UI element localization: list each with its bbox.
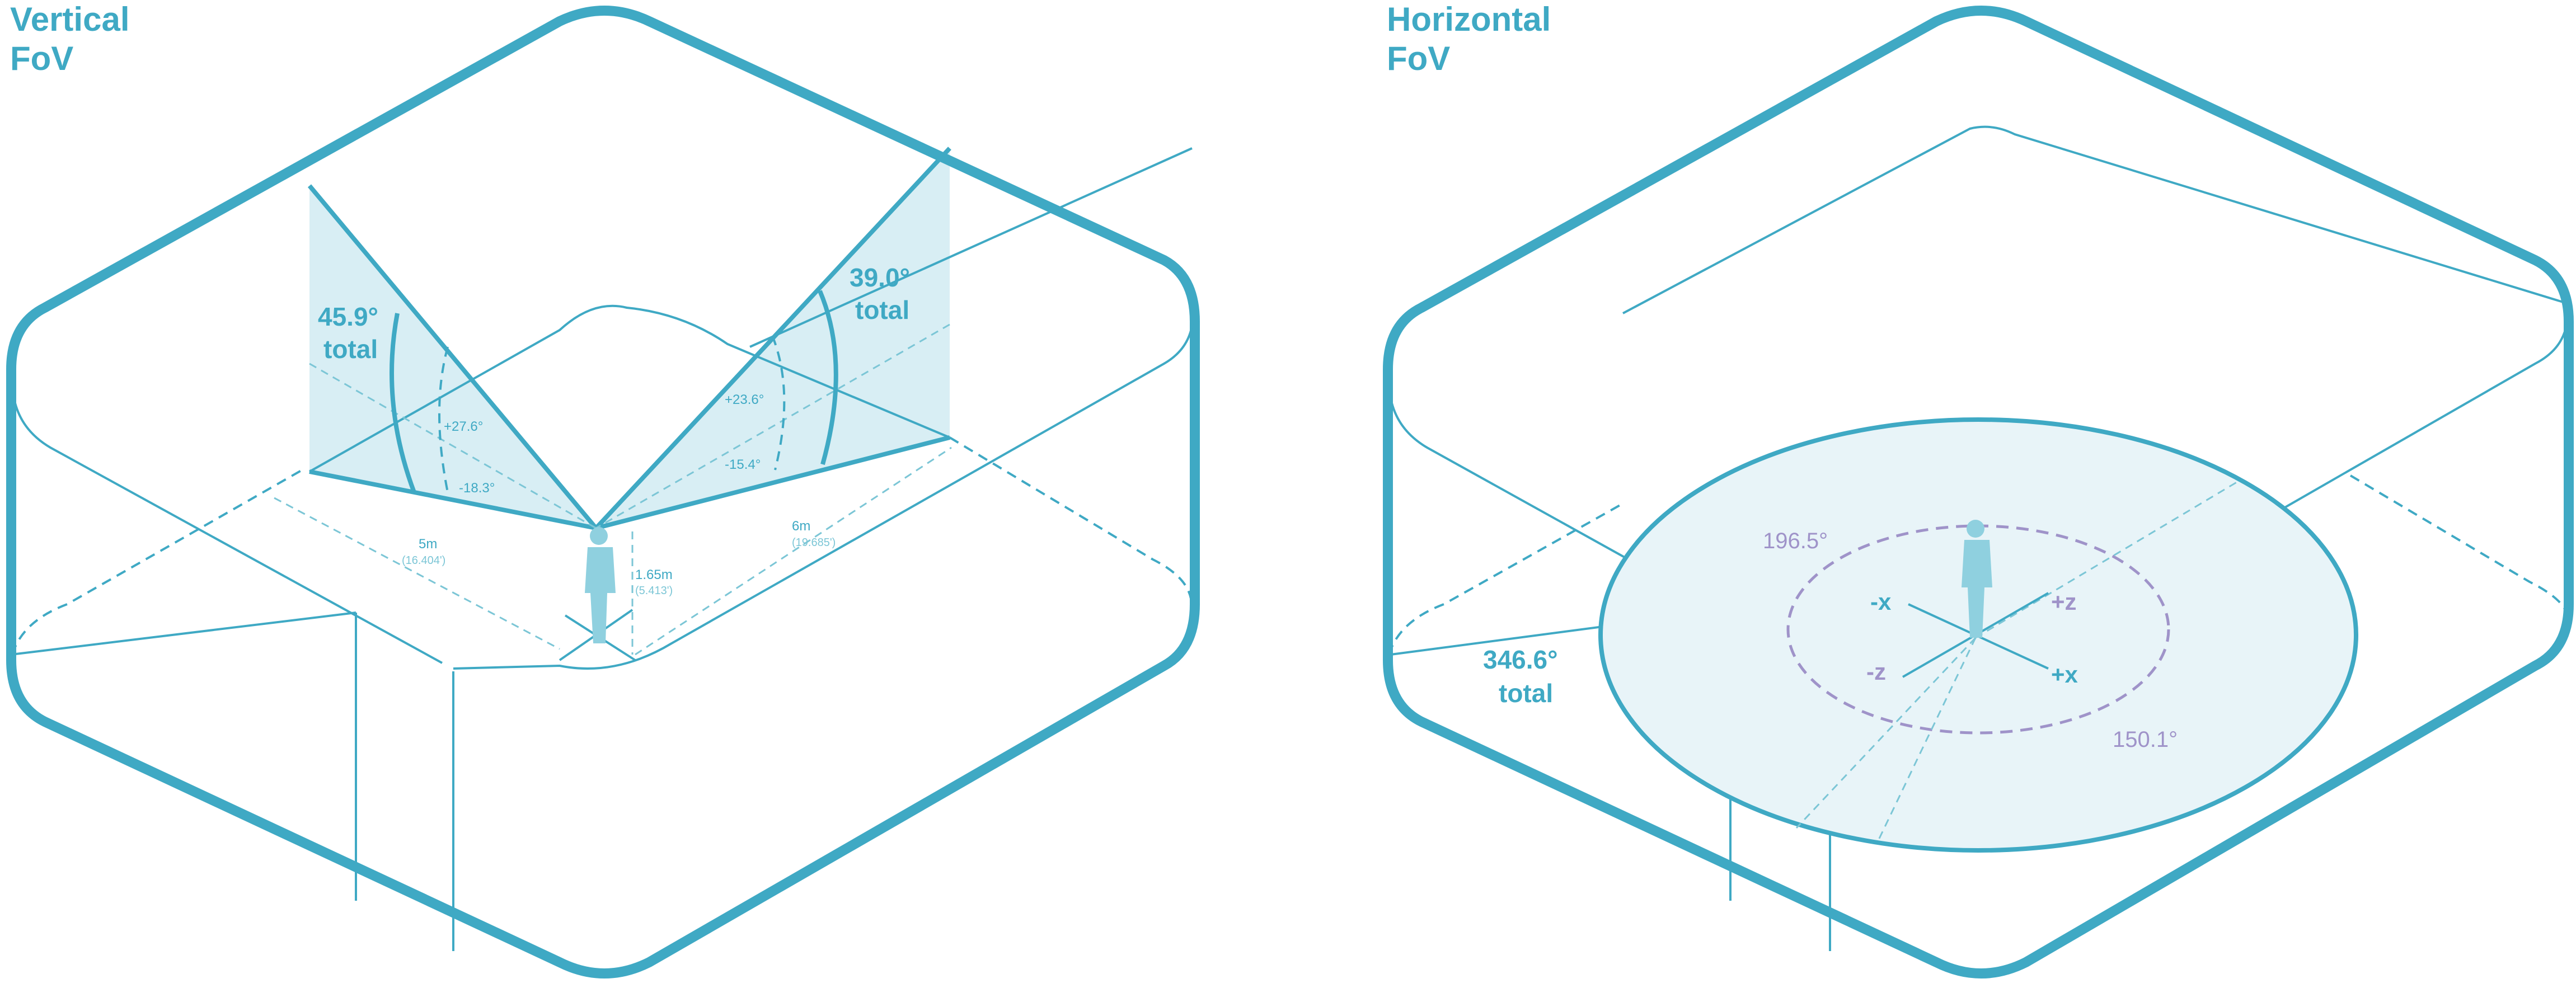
dist-left-feet: (16.404'): [402, 554, 445, 567]
horizontal-fov-diagram: Horizontal FoV 346.6° total 196.5° 150.1…: [1383, 1, 2574, 978]
right-total-label: total: [855, 295, 909, 324]
horizontal-title-line1: Horizontal: [1387, 1, 1551, 38]
left-room-outline: [6, 6, 1200, 978]
ray-to-bottom: [1876, 637, 1977, 843]
angle-a-label: 196.5°: [1763, 529, 1828, 553]
left-fov-lower: [309, 469, 597, 530]
vertical-title-line1: Vertical: [10, 1, 130, 38]
height-value: 1.65m: [635, 567, 673, 582]
left-back-arc: [309, 304, 950, 473]
angle-b-label: 150.1°: [2113, 727, 2178, 752]
horizontal-title-line2: FoV: [1387, 40, 1450, 77]
dist-right-feet: (19.685'): [792, 537, 836, 549]
axis-pos-z-label: +z: [2051, 589, 2077, 615]
right-up-angle: +23.6°: [725, 392, 764, 407]
horizontal-total-label: total: [1499, 679, 1553, 708]
left-floor-dashed: [11, 436, 1192, 655]
dist-left-line: [274, 497, 560, 650]
ray-to-left: [1795, 637, 1977, 829]
axis-pos-x-label: +x: [2051, 661, 2078, 688]
right-horizon-line: [595, 323, 950, 529]
right-total-arc: [818, 290, 838, 465]
right-floor-dashed: [1388, 474, 2569, 655]
right-down-angle: -15.4°: [725, 457, 761, 472]
left-fov-upper: [307, 184, 598, 530]
left-floor-edge: [10, 369, 356, 660]
right-room-outline: [1383, 6, 2574, 978]
person-silhouette-icon: [1962, 520, 1992, 638]
axis-neg-z-label: -z: [1866, 658, 1886, 685]
horizontal-total-value: 346.6°: [1483, 645, 1558, 674]
left-room-rim: [11, 313, 1194, 670]
left-total-value: 45.9°: [318, 302, 378, 331]
ray-to-top-right: [1975, 480, 2239, 639]
axis-neg-x-label: -x: [1870, 589, 1892, 615]
left-up-angle: +27.6°: [444, 419, 483, 434]
left-down-angle: -18.3°: [459, 481, 495, 496]
left-back-wall-line: [749, 147, 1193, 348]
left-horizon-line: [309, 363, 597, 529]
left-total-label: total: [323, 335, 378, 364]
dist-right-line: [635, 446, 952, 656]
dist-left-value: 5m: [419, 537, 437, 552]
vertical-title-line2: FoV: [10, 40, 73, 77]
person-silhouette-icon: [585, 527, 616, 643]
vertical-fov-diagram: Vertical FoV 45.9° total +27.6° -18.3° 3…: [6, 1, 1200, 978]
right-back-wall: [1622, 125, 2564, 314]
right-total-value: 39.0°: [850, 263, 910, 292]
height-feet: (5.413'): [635, 585, 673, 597]
left-partial-arc: [438, 346, 449, 493]
right-fov-lower: [595, 435, 950, 530]
dist-right-value: 6m: [792, 519, 810, 534]
left-total-arc: [390, 313, 416, 493]
